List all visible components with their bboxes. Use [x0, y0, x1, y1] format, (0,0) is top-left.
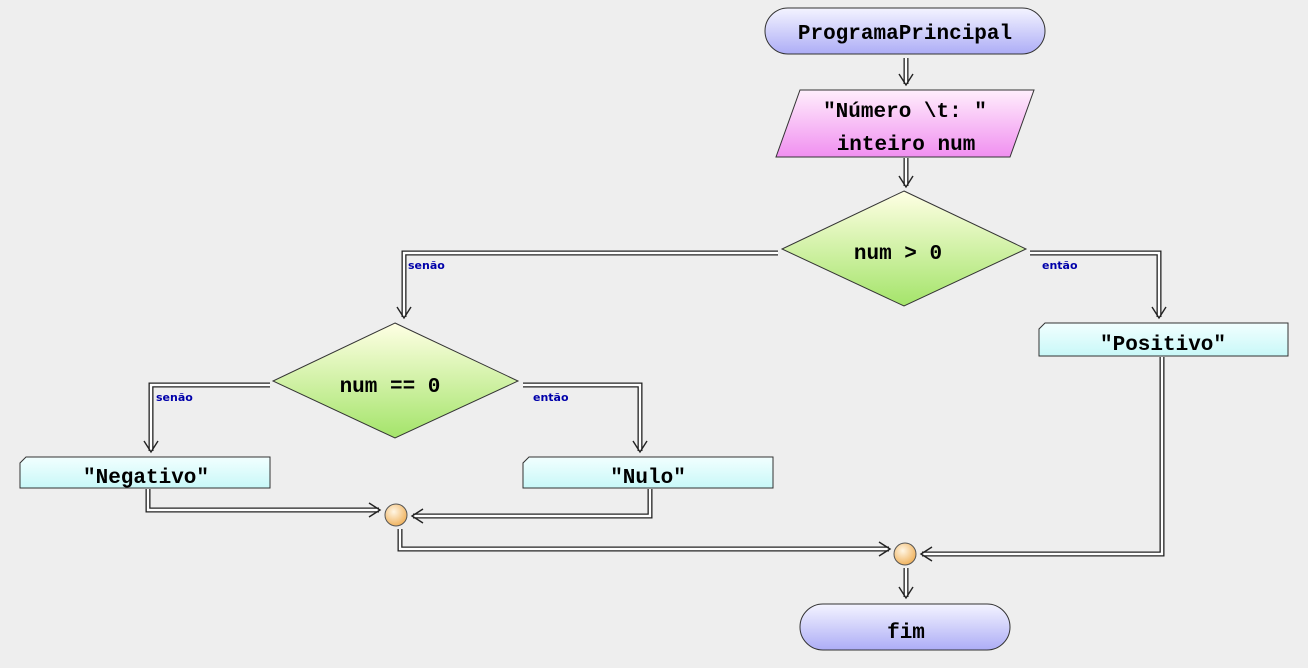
edge-join2-to-join1 — [397, 529, 892, 557]
end-label: fim — [887, 622, 925, 645]
decision1-true-label: então — [1042, 259, 1078, 272]
decision2-true-label: então — [533, 391, 569, 404]
decision1-condition: num > 0 — [854, 243, 942, 266]
decision2-condition: num == 0 — [340, 376, 441, 399]
edge-positive-to-join1 — [919, 357, 1165, 562]
decision2-false-label: senão — [156, 391, 193, 404]
edge-decision1-false — [396, 250, 778, 320]
edge-zero-to-join2 — [410, 489, 653, 524]
decision-num-gt-0: num > 0 — [780, 190, 1028, 307]
edge-join1-to-end — [898, 568, 914, 600]
decision-num-eq-0: num == 0 — [271, 322, 520, 439]
input-variable-text: inteiro num — [837, 134, 976, 157]
edge-decision2-true — [523, 382, 648, 454]
start-terminator: ProgramaPrincipal — [764, 7, 1046, 55]
start-label: ProgramaPrincipal — [798, 23, 1012, 46]
input-prompt-text: "Número \t: " — [823, 101, 987, 124]
join-connector-inner — [384, 503, 408, 527]
output-negative: "Negativo" — [19, 456, 271, 490]
edge-decision1-true — [1030, 250, 1167, 320]
output-positive-text: "Positivo" — [1100, 334, 1226, 357]
join-connector-outer — [893, 542, 917, 566]
output-zero: "Nulo" — [522, 456, 774, 490]
edge-decision2-false — [143, 382, 270, 454]
decision1-false-label: senão — [408, 259, 445, 272]
edge-input-to-decision1 — [898, 158, 914, 189]
output-negative-text: "Negativo" — [83, 467, 209, 490]
edge-start-to-input — [898, 58, 914, 87]
edge-negative-to-join2 — [145, 489, 382, 518]
end-terminator: fim — [799, 603, 1011, 651]
input-parallelogram: "Número \t: " inteiro num — [775, 89, 1035, 158]
output-positive: "Positivo" — [1038, 322, 1289, 357]
flow-edges — [143, 58, 1167, 600]
output-zero-text: "Nulo" — [610, 467, 686, 490]
